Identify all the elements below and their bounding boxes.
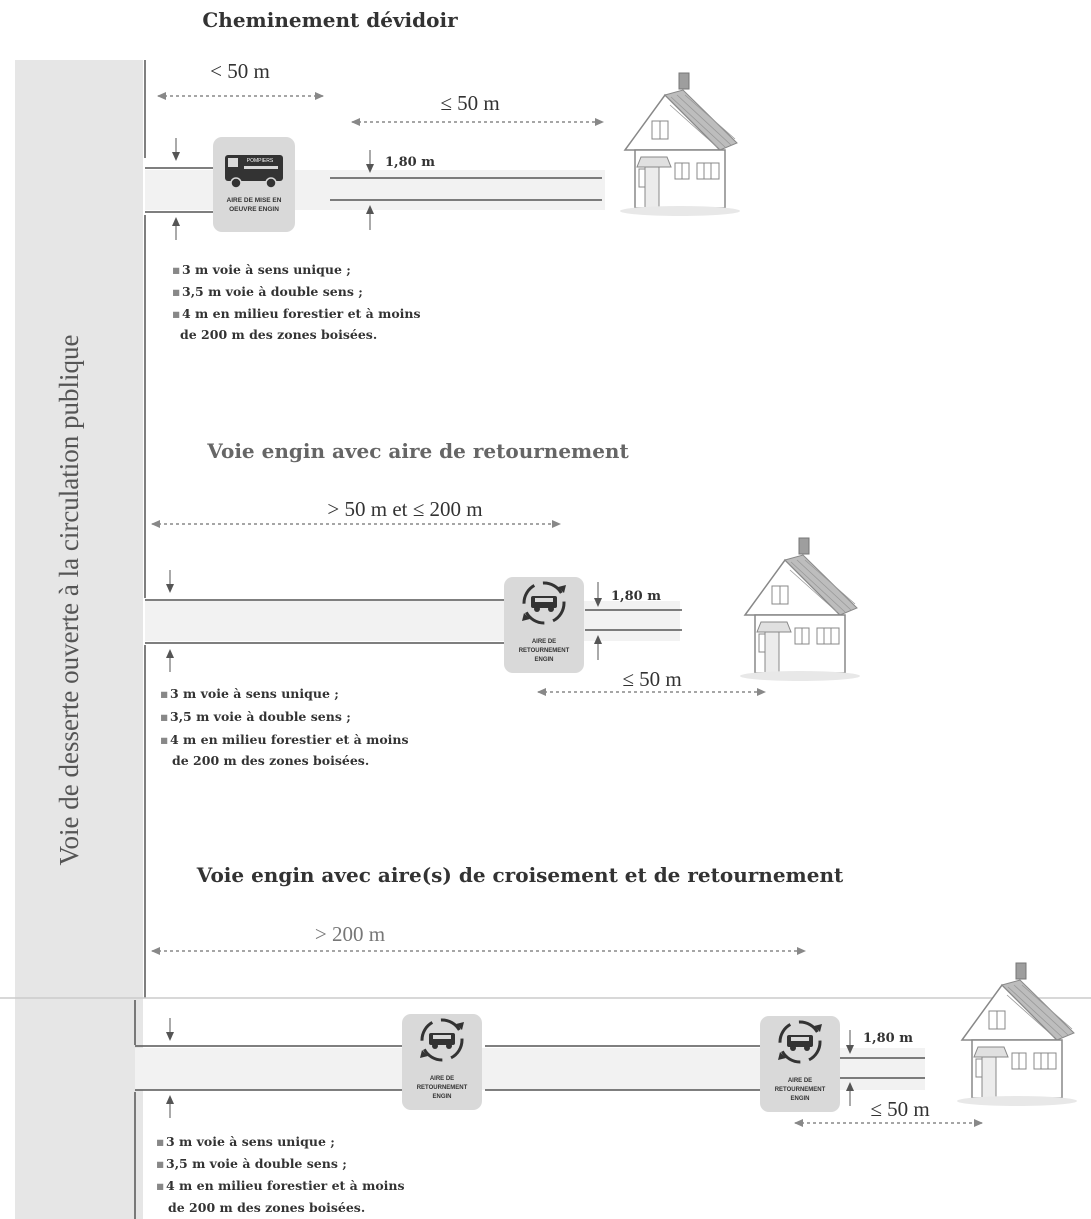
engine-area-badge: POMPIERS AIRE DE MISE EN OEUVRE ENGIN <box>213 137 295 232</box>
svg-text:▪: ▪ <box>160 709 168 724</box>
svg-text:4 m en milieu forestier et à m: 4 m en milieu forestier et à moins <box>170 732 409 747</box>
svg-text:de 200 m des zones boisées.: de 200 m des zones boisées. <box>172 753 369 768</box>
svg-text:ENGIN: ENGIN <box>790 1096 809 1102</box>
house-icon <box>619 72 741 217</box>
section3-dist-top: > 200 m <box>315 922 385 946</box>
svg-text:▪: ▪ <box>156 1134 164 1149</box>
svg-text:3 m voie à sens unique ;: 3 m voie à sens unique ; <box>182 262 351 277</box>
bullet-list-3: ▪3 m voie à sens unique ; ▪3,5 m voie à … <box>156 1134 405 1215</box>
svg-text:AIRE DE: AIRE DE <box>532 639 556 645</box>
section1-dist-right: ≤ 50 m <box>440 91 499 115</box>
svg-text:RETOURNEMENT: RETOURNEMENT <box>417 1085 468 1091</box>
svg-text:▪: ▪ <box>172 306 180 321</box>
svg-text:▪: ▪ <box>160 732 168 747</box>
section1-dist-left: < 50 m <box>210 59 270 83</box>
section-turnaround-road: Voie engin avec aire de retournement > 5… <box>145 439 861 768</box>
engine-area-label-2: OEUVRE ENGIN <box>229 206 279 213</box>
bullet-list-2: ▪3 m voie à sens unique ; ▪3,5 m voie à … <box>160 686 409 768</box>
svg-text:▪: ▪ <box>156 1178 164 1193</box>
svg-text:RETOURNEMENT: RETOURNEMENT <box>519 648 570 654</box>
svg-text:3,5 m voie à double sens ;: 3,5 m voie à double sens ; <box>166 1156 347 1171</box>
svg-text:3,5 m voie à double sens ;: 3,5 m voie à double sens ; <box>182 284 363 299</box>
svg-text:▪: ▪ <box>172 284 180 299</box>
svg-text:3,5 m voie à double sens ;: 3,5 m voie à double sens ; <box>170 709 351 724</box>
section3-dist-bottom: ≤ 50 m <box>870 1097 929 1121</box>
section-crossing-turnaround-road: Voie engin avec aire(s) de croisement et… <box>135 863 1078 1215</box>
svg-text:3 m voie à sens unique ;: 3 m voie à sens unique ; <box>170 686 339 701</box>
turnaround-area-badge-2: AIRE DE RETOURNEMENT ENGIN <box>758 1014 842 1114</box>
section3-width-label: 1,80 m <box>863 1031 913 1046</box>
house-icon <box>739 537 861 682</box>
section2-title: Voie engin avec aire de retournement <box>206 439 629 463</box>
svg-text:de 200 m des zones boisées.: de 200 m des zones boisées. <box>168 1200 365 1215</box>
engine-area-label-1: AIRE DE MISE EN <box>227 197 282 204</box>
svg-text:ENGIN: ENGIN <box>534 657 553 663</box>
section1-width-label: 1,80 m <box>385 155 435 170</box>
svg-text:RETOURNEMENT: RETOURNEMENT <box>775 1087 826 1093</box>
turnaround-area-badge-1: AIRE DE RETOURNEMENT ENGIN <box>400 1012 484 1112</box>
public-road-band <box>15 60 143 1219</box>
svg-text:▪: ▪ <box>172 262 180 277</box>
svg-text:AIRE DE: AIRE DE <box>788 1078 812 1084</box>
section2-dist-top: > 50 m et ≤ 200 m <box>327 497 482 521</box>
bullet-list-1: ▪3 m voie à sens unique ; ▪3,5 m voie à … <box>172 262 421 342</box>
turnaround-area-badge: AIRE DE RETOURNEMENT ENGIN <box>502 575 586 675</box>
svg-text:▪: ▪ <box>160 686 168 701</box>
svg-text:POMPIERS: POMPIERS <box>247 158 274 164</box>
house-icon <box>956 962 1078 1107</box>
svg-text:AIRE DE: AIRE DE <box>430 1076 454 1082</box>
svg-text:ENGIN: ENGIN <box>432 1094 451 1100</box>
svg-text:4 m en milieu forestier et à m: 4 m en milieu forestier et à moins <box>182 306 421 321</box>
public-road-label: Voie de desserte ouverte à la circulatio… <box>54 334 84 865</box>
section-hose-path: Cheminement dévidoir < 50 m ≤ 50 m 1,80 … <box>145 8 741 342</box>
svg-text:▪: ▪ <box>156 1156 164 1171</box>
section3-title: Voie engin avec aire(s) de croisement et… <box>196 863 844 887</box>
section2-width-label: 1,80 m <box>611 589 661 604</box>
fire-truck-icon: POMPIERS <box>225 155 283 189</box>
section1-title: Cheminement dévidoir <box>202 8 458 32</box>
svg-text:4 m en milieu forestier et à m: 4 m en milieu forestier et à moins <box>166 1178 405 1193</box>
section2-dist-bottom: ≤ 50 m <box>622 667 681 691</box>
svg-text:de 200 m des zones boisées.: de 200 m des zones boisées. <box>180 327 377 342</box>
svg-text:3 m voie à sens unique ;: 3 m voie à sens unique ; <box>166 1134 335 1149</box>
